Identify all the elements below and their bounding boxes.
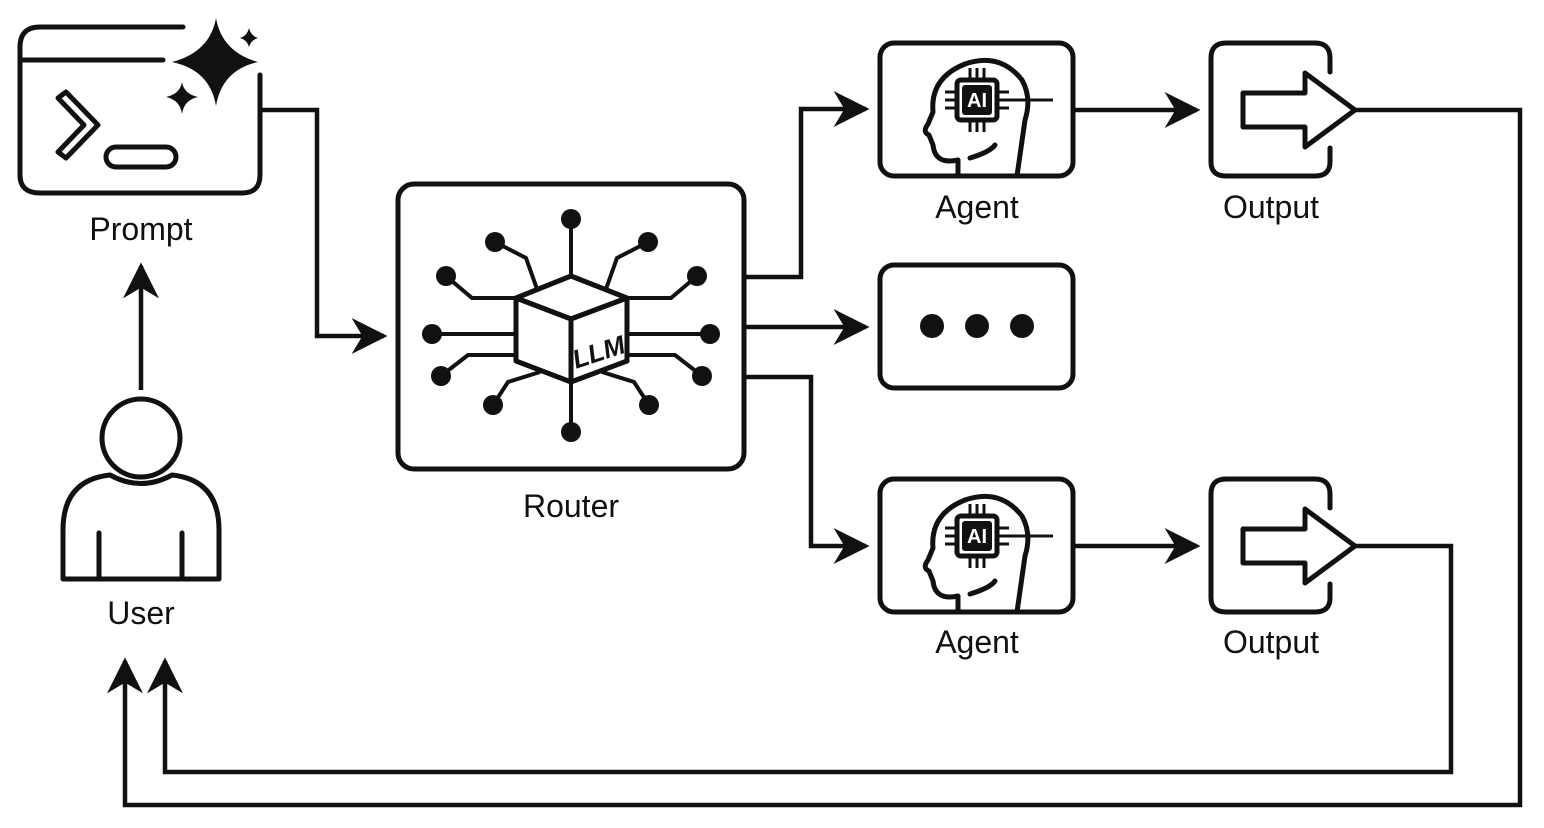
terminal-sparkle-icon xyxy=(17,18,263,196)
router-node: LLM Router xyxy=(395,181,747,524)
output-bottom-label: Output xyxy=(1223,624,1319,660)
output-bottom-box xyxy=(1208,476,1333,615)
user-label: User xyxy=(107,595,175,631)
output-arrow-icon xyxy=(1240,506,1358,586)
ai-head-icon: AI xyxy=(922,493,1053,615)
output-arrow-icon xyxy=(1240,70,1358,150)
output-top-node: Output xyxy=(1208,40,1358,225)
edge-output-bottom-to-user xyxy=(147,543,1454,775)
llm-cube: LLM xyxy=(513,273,630,385)
more-agents-node xyxy=(877,262,1076,391)
router-box xyxy=(395,181,747,472)
user-node: User xyxy=(60,396,222,631)
output-bottom-node: Output xyxy=(1208,476,1358,660)
agent-top-node: AI Agent xyxy=(877,40,1076,225)
agent-bottom-chip-text: AI xyxy=(967,526,987,548)
edge-router-to-agent-bottom xyxy=(746,374,870,564)
agent-top-label: Agent xyxy=(935,189,1019,225)
edge-router-to-agent-top xyxy=(746,91,870,280)
llm-network-cube-icon: LLM xyxy=(422,209,720,442)
prompt-node: Prompt xyxy=(17,18,263,247)
edge-prompt-to-router xyxy=(262,107,388,354)
agent-bottom-label: Agent xyxy=(935,624,1019,660)
agent-top-chip-text: AI xyxy=(967,90,987,112)
user-icon xyxy=(60,396,222,582)
ellipsis-icon xyxy=(920,314,1034,338)
output-top-label: Output xyxy=(1223,189,1319,225)
edges xyxy=(107,91,1523,808)
prompt-label: Prompt xyxy=(89,211,192,247)
output-top-box xyxy=(1208,40,1333,179)
agent-bottom-node: AI Agent xyxy=(877,476,1076,660)
more-agents-box xyxy=(877,262,1076,391)
edge-output-top-to-user xyxy=(107,107,1523,808)
ai-head-icon: AI xyxy=(922,57,1053,179)
router-label: Router xyxy=(523,488,619,524)
